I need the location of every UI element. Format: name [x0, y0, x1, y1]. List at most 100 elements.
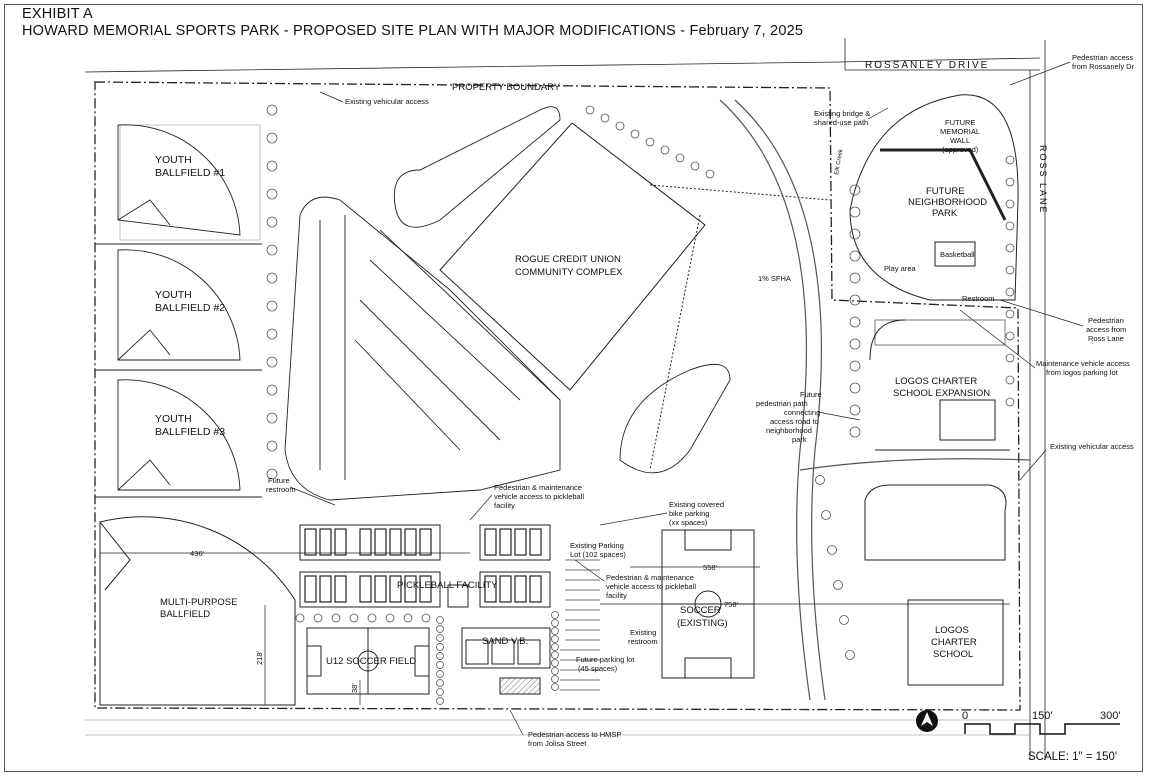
- north-arrow-icon: [916, 710, 938, 732]
- callout-future-path-c: connecting: [784, 408, 820, 417]
- callout-future-path-d: access road to: [770, 417, 819, 426]
- callout-ped-jolisa-b: from Jolisa Street: [528, 739, 587, 748]
- callout-maint-logos-b: from logos parking lot: [1046, 368, 1119, 377]
- future-park-label-c: PARK: [932, 208, 958, 219]
- callout-future-path-b: pedestrian path: [756, 399, 808, 408]
- tree: [551, 667, 559, 675]
- pickleball-court: [419, 528, 432, 556]
- tree: [266, 104, 278, 116]
- tree: [436, 679, 444, 687]
- tree: [436, 670, 444, 678]
- pickleball-court: [374, 575, 387, 603]
- tree: [436, 652, 444, 660]
- tree: [849, 382, 861, 394]
- callout-ped-ross-a: Pedestrian: [1088, 316, 1124, 325]
- callout-future-parking-a: Future parking lot: [576, 655, 635, 664]
- tree: [1005, 221, 1015, 231]
- dimension-38: 38': [350, 683, 359, 693]
- dimension-lines: [100, 552, 1010, 705]
- callout-vehicular-right: Existing vehicular access: [1050, 442, 1134, 451]
- tree: [551, 635, 559, 643]
- pickleball-court: [319, 575, 332, 603]
- pickleball-court: [499, 528, 512, 556]
- pickleball-court: [484, 528, 497, 556]
- tree: [849, 294, 861, 306]
- trees: [266, 104, 1015, 705]
- tree: [1005, 265, 1015, 275]
- callout-ped-maint-pb-c: facility: [494, 501, 515, 510]
- tree: [630, 129, 640, 139]
- tree: [675, 153, 685, 163]
- tree: [1005, 177, 1015, 187]
- soccer-label-b: (EXISTING): [677, 618, 728, 629]
- tree: [551, 675, 559, 683]
- tree: [421, 613, 431, 623]
- callout-existing-parking-b: Lot (102 spaces): [570, 550, 626, 559]
- callout-ped-maint2-b: vehicle access to pickleball: [606, 582, 696, 591]
- memorial-label-d: (approved): [942, 145, 979, 154]
- scale-bar: [964, 723, 1120, 735]
- pickleball-court: [484, 575, 497, 603]
- tree: [331, 613, 341, 623]
- property-boundary-lines: [84, 38, 1046, 760]
- tree: [551, 659, 559, 667]
- tree: [436, 625, 444, 633]
- existing-parking-stripes: [560, 559, 600, 691]
- tree: [266, 132, 278, 144]
- neighborhood-park: [849, 94, 1019, 301]
- sfha-line: [649, 184, 831, 471]
- tree: [1005, 375, 1015, 385]
- tree: [551, 619, 559, 627]
- tree: [367, 613, 377, 623]
- logos-buildings: [864, 319, 1010, 686]
- tree: [600, 113, 610, 123]
- memorial-label-c: WALL: [950, 136, 970, 145]
- tree: [266, 244, 278, 256]
- future-park-label-b: NEIGHBORHOOD: [908, 197, 987, 208]
- community-complex-building: [439, 122, 706, 391]
- tree: [849, 206, 861, 218]
- elk-creek-label: Elk Creek: [834, 148, 845, 176]
- tree: [849, 184, 861, 196]
- callout-existing-restroom-b: restroom: [628, 637, 658, 646]
- youth-ballfield-3-label-b: BALLFIELD #3: [155, 426, 225, 438]
- tree: [1005, 397, 1015, 407]
- pickleball-court: [529, 575, 542, 603]
- memorial-label-b: MEMORIAL: [940, 127, 980, 136]
- dimension-558: 558': [703, 563, 718, 572]
- youth-ballfield-1-label-a: YOUTH: [155, 154, 192, 166]
- callout-future-path-a: Future: [800, 390, 822, 399]
- callout-covered-bike-a: Existing covered: [669, 500, 724, 509]
- callout-existing-parking-a: Existing Parking: [570, 541, 624, 550]
- tree: [1005, 287, 1015, 297]
- scale-note: SCALE: 1" = 150': [1028, 751, 1117, 763]
- tree: [551, 611, 559, 619]
- multipurpose-label-a: MULTI-PURPOSE: [160, 597, 237, 608]
- pickleball-court: [319, 528, 332, 556]
- callout-ped-maint2-a: Pedestrian & maintenance: [606, 573, 694, 582]
- youth-ballfield-1-label-b: BALLFIELD #1: [155, 167, 225, 179]
- memorial-label-a: FUTURE: [945, 118, 975, 127]
- pickleball-courts: [304, 528, 542, 603]
- tree: [551, 643, 559, 651]
- pickleball-court: [389, 575, 402, 603]
- tree: [821, 510, 831, 520]
- pickleball-court: [499, 575, 512, 603]
- callout-bridge-b: shared-use path: [814, 118, 868, 127]
- pickleball-court: [334, 528, 347, 556]
- soccer-label-a: SOCCER: [680, 605, 721, 616]
- tree: [645, 137, 655, 147]
- youth-ballfield-3-label-a: YOUTH: [155, 413, 192, 425]
- callout-ped-jolisa-a: Pedestrian access to HMSP: [528, 730, 621, 739]
- complex-label-a: ROGUE CREDIT UNION: [515, 254, 621, 265]
- callout-leaders: [289, 61, 1084, 736]
- tree: [1005, 353, 1015, 363]
- logos-expansion-label-a: LOGOS CHARTER: [895, 376, 977, 387]
- tree: [266, 412, 278, 424]
- tree: [266, 384, 278, 396]
- tree: [1005, 199, 1015, 209]
- tree: [827, 545, 837, 555]
- tree: [1005, 243, 1015, 253]
- rossanley-drive-label: ROSSANLEY DRIVE: [865, 60, 989, 71]
- basketball-label: Basketball: [940, 250, 975, 259]
